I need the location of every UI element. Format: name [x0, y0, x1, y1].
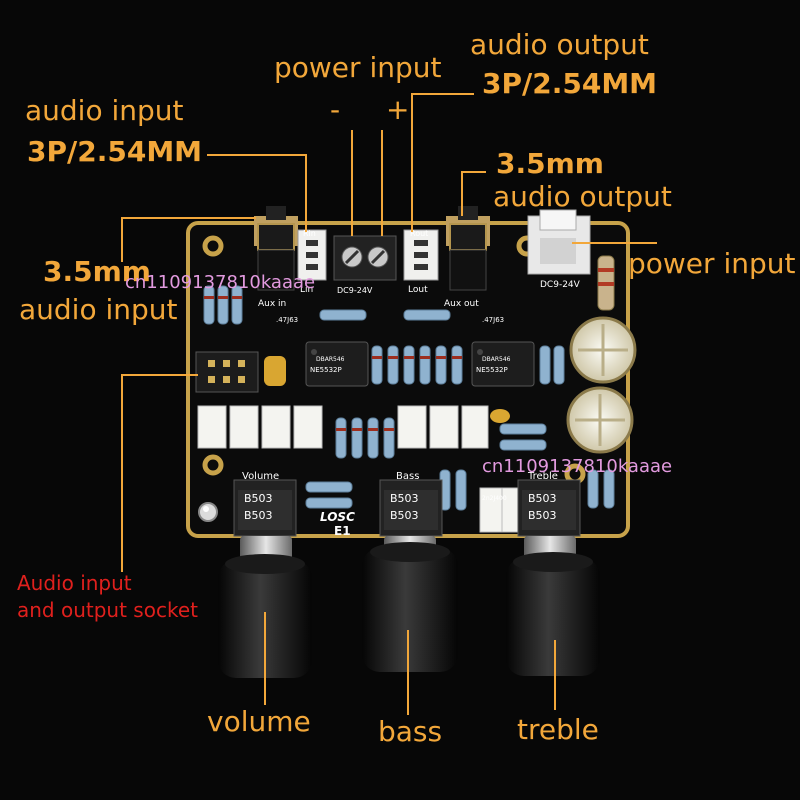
label-audio-output-top: audio output [470, 28, 649, 61]
pot-value-treble-2: B503 [528, 509, 557, 522]
annotation-lines [121, 93, 657, 715]
resistor-icon [203, 255, 615, 511]
label-volume: volume [207, 705, 311, 738]
pot-value-volume-2: B503 [244, 509, 273, 522]
pot-value-treble-1: B503 [528, 492, 557, 505]
pin-header-icon [195, 351, 259, 393]
pin-header-icon [297, 229, 327, 281]
chip-part-right: NE5532P [476, 366, 508, 374]
capacitor-icon [569, 316, 637, 384]
label-jack-output-size: 3.5mm [496, 147, 604, 180]
label-power-input-right: power input [628, 247, 796, 280]
silk-aux-out: Aux out [444, 299, 479, 309]
label-audio-output-top-spec: 3P/2.54MM [482, 67, 658, 100]
film-capacitors [197, 405, 525, 533]
board-silkscreen: Lin Aux in Rin DC9-24V Lout Aux out Rout… [242, 229, 581, 538]
treble-knob[interactable] [506, 552, 600, 676]
terminal-block-icon [333, 235, 397, 281]
silk-rout: Rout [410, 229, 428, 238]
film-cap-label: 2n2J400 [482, 495, 507, 502]
label-socket-line2: and output socket [17, 598, 198, 622]
label-audio-input-left: audio input [25, 94, 184, 127]
pot-value-bass-1: B503 [390, 492, 419, 505]
silk-lin: Lin [300, 285, 313, 295]
label-minus: - [330, 93, 341, 126]
led-icon [198, 502, 218, 522]
label-jack-input-size: 3.5mm [43, 255, 151, 288]
audio-jack-icon [446, 206, 490, 251]
chip-code-right: DBAR546 [482, 356, 511, 363]
silk-dc-terminal: DC9-24V [337, 286, 373, 295]
capacitor-icon [264, 356, 510, 423]
silk-volume: Volume [242, 471, 279, 482]
label-bass: bass [378, 715, 443, 748]
board-logo: LOSC [320, 510, 355, 524]
silk-rin: Rin [303, 229, 316, 238]
pot-value-bass-2: B503 [390, 509, 419, 522]
pot-value-volume-1: B503 [244, 492, 273, 505]
silk-cap-value-left: .47J63 [276, 316, 298, 324]
pin-header-icon [403, 229, 439, 281]
audio-jack-icon [254, 206, 298, 251]
potentiometer-knob-icon [517, 479, 581, 537]
silk-bass: Bass [396, 471, 419, 482]
dc-jack-icon [527, 209, 591, 275]
potentiometer-knob-icon [379, 479, 443, 537]
bass-knob[interactable] [362, 542, 458, 672]
silk-lout: Lout [408, 285, 428, 295]
potentiometer-knob-icon [233, 479, 297, 537]
watermark-text: cn1109137810kaaae [482, 456, 673, 477]
silk-treble: Treble [527, 471, 558, 482]
label-jack-output: audio output [493, 180, 672, 213]
capacitor-icon [566, 386, 634, 454]
label-power-input-top: power input [274, 51, 442, 84]
board-model: E1 [334, 524, 351, 538]
watermark-text: cn1109137810kaaae [125, 272, 316, 293]
silk-dc-jack: DC9-24V [540, 280, 581, 290]
silk-cap-value-right: .47J63 [482, 316, 504, 324]
silk-aux-in: Aux in [258, 299, 286, 309]
mounting-holes [202, 235, 586, 485]
label-jack-input: audio input [19, 293, 178, 326]
chip-part-left: NE5532P [310, 366, 342, 374]
op-amp-chip-icon [471, 341, 535, 387]
op-amp-chip-icon [305, 341, 369, 387]
label-plus: + [386, 93, 410, 126]
chip-code-left: DBAR546 [316, 356, 345, 363]
label-socket-line1: Audio input [17, 571, 132, 595]
label-audio-input-left-spec: 3P/2.54MM [27, 135, 203, 168]
label-treble: treble [517, 713, 599, 746]
